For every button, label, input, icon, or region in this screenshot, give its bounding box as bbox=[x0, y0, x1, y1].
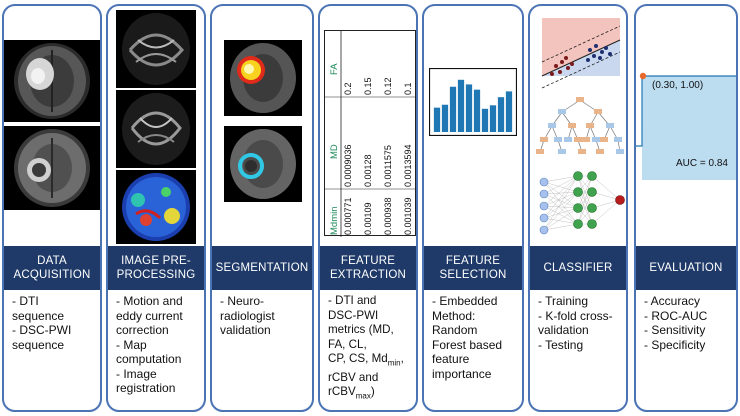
table-header: MD bbox=[329, 144, 340, 159]
importance-bar bbox=[433, 107, 441, 132]
column-title: EVALUATION bbox=[636, 246, 736, 290]
importance-bar bbox=[473, 89, 481, 132]
mri-md-map bbox=[116, 90, 196, 168]
card-feature-extraction: Mdmin MD FA 0.000771 0.0009036 0.2 0.00109 0.00… bbox=[318, 4, 418, 412]
table-header: FA bbox=[329, 63, 340, 75]
list-item: - Specificity bbox=[644, 337, 706, 352]
table-cell: 0.2 bbox=[343, 82, 353, 95]
table-cell: 0.000771 bbox=[343, 197, 353, 235]
feature-importance-chart bbox=[429, 68, 517, 136]
mri-t1-contrast-image bbox=[4, 126, 100, 210]
list-item: - Training bbox=[538, 294, 589, 308]
list-item: - DTI and DSC-PWI metrics (MD, FA, CL, C… bbox=[328, 294, 404, 401]
classifier-illustrations bbox=[536, 18, 625, 235]
step-list: - Accuracy - ROC-AUC - Sensitivity - Spe… bbox=[636, 294, 736, 352]
roc-point-label: (0.30, 1.00) bbox=[652, 80, 704, 91]
auc-label: AUC = 0.84 bbox=[676, 158, 728, 169]
table-cell: 0.00109 bbox=[363, 202, 373, 235]
card-evaluation: (0.30, 1.00) AUC = 0.84 EVALUATION - Acc… bbox=[634, 4, 738, 412]
mri-rcbv-map bbox=[116, 170, 196, 244]
table-cell: 0.1 bbox=[403, 82, 413, 95]
table-cell: 0.00128 bbox=[363, 154, 373, 187]
card-classifier: CLASSIFIER - Training - K-fold cross-val… bbox=[528, 4, 628, 412]
step-list: - Embedded Method: Random Forest based f… bbox=[424, 294, 522, 381]
column-title: IMAGE PRE-PROCESSING bbox=[108, 246, 204, 290]
importance-bar bbox=[481, 108, 489, 132]
roc-curve: (0.30, 1.00) AUC = 0.84 bbox=[636, 70, 736, 180]
list-item: - Accuracy bbox=[644, 294, 701, 308]
mri-segmentation-flair bbox=[224, 40, 302, 116]
importance-bar bbox=[457, 79, 465, 132]
decision-tree-nodes bbox=[536, 97, 624, 154]
mri-segmentation-t1 bbox=[224, 126, 302, 202]
column-title: SEGMENTATION bbox=[212, 246, 312, 290]
list-item: - K-fold cross-validation bbox=[538, 308, 613, 338]
table-cell: 0.001039 bbox=[403, 197, 413, 235]
neural-network-icon bbox=[539, 171, 625, 235]
mri-flair-image bbox=[4, 40, 100, 122]
mri-fa-map bbox=[116, 10, 196, 88]
table-cell: 0.0009036 bbox=[343, 144, 353, 187]
table-header: Mdmin bbox=[329, 206, 340, 235]
table-cell: 0.12 bbox=[383, 77, 393, 95]
list-item: - Embedded Method: Random Forest based f… bbox=[432, 294, 503, 381]
feature-table: Mdmin MD FA 0.000771 0.0009036 0.2 0.00109 0.00… bbox=[324, 30, 416, 237]
list-item: - ROC-AUC bbox=[644, 308, 708, 323]
importance-bar bbox=[449, 86, 457, 132]
importance-bar bbox=[489, 105, 497, 132]
table-cell: 0.15 bbox=[363, 77, 373, 95]
table-cell: 0.0013594 bbox=[403, 144, 413, 187]
feature-table-svg: Mdmin MD FA 0.000771 0.0009036 0.2 0.00109 0.00… bbox=[325, 31, 416, 237]
importance-bar bbox=[465, 84, 473, 132]
table-cell: 0.0011575 bbox=[383, 145, 393, 187]
svm-plot-icon bbox=[541, 18, 621, 89]
table-cell: 0.000938 bbox=[383, 197, 393, 235]
importance-bar bbox=[441, 104, 449, 132]
step-list: - DTI and DSC-PWI metrics (MD, FA, CL, C… bbox=[320, 294, 416, 404]
list-item: - Testing bbox=[538, 337, 584, 352]
list-item: - Sensitivity bbox=[644, 323, 706, 337]
step-list: - Training - K-fold cross-validation - T… bbox=[530, 294, 626, 352]
importance-bar bbox=[505, 91, 513, 132]
importance-bar bbox=[497, 97, 505, 132]
column-title: CLASSIFIER bbox=[530, 246, 626, 290]
